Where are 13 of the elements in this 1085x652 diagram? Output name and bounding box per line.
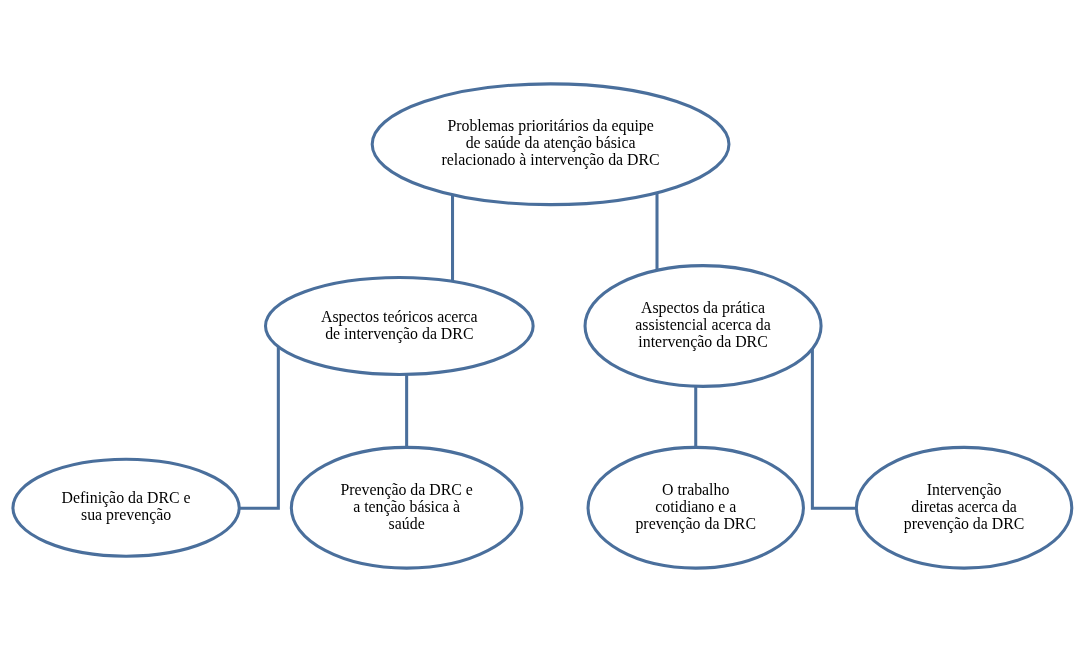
connector <box>405 374 409 448</box>
node-ellipse: Problemas prioritários da equipe de saúde da atenção básica relacionado à intervenção da DRC <box>370 82 731 207</box>
node-ellipse: O trabalho cotidiano e a prevenção da DRC <box>586 445 805 570</box>
connector <box>239 346 280 510</box>
connector <box>810 349 857 510</box>
node-ellipse: Aspectos da prática assistencial acerca da intervenção da DRC <box>583 264 823 388</box>
connector <box>694 386 698 448</box>
node-ellipse: Aspectos teóricos acerca de intervenção da DRC <box>263 276 535 376</box>
node-ellipse: Definição da DRC e sua prevenção <box>11 457 241 558</box>
connector <box>451 194 455 282</box>
node-ellipse: Prevenção da DRC e a tenção básica à saúde <box>289 445 524 570</box>
node-ellipse: Intervenção diretas acerca da prevenção da DRC <box>854 445 1074 570</box>
connector <box>655 192 659 271</box>
